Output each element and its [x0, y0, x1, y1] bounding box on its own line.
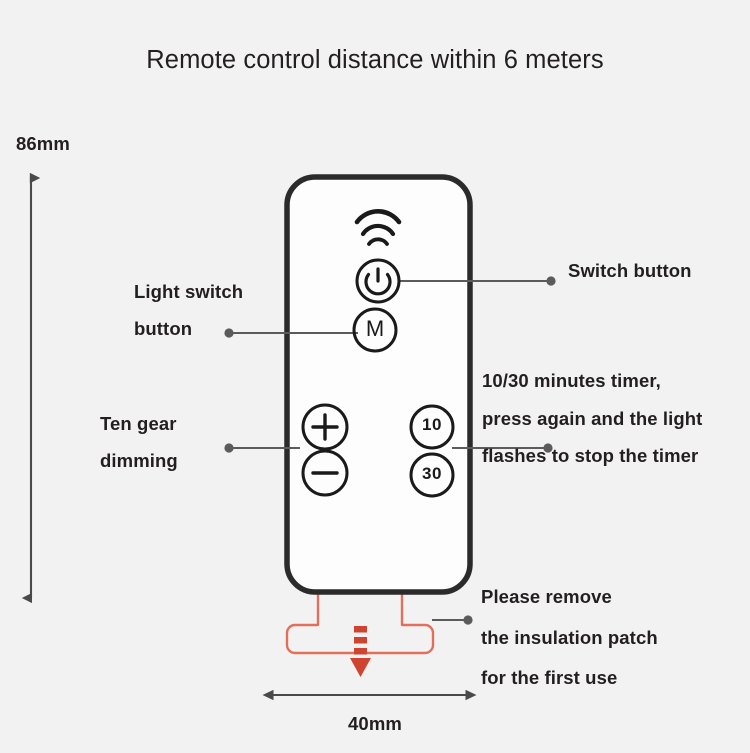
callout-switch-button: Switch button [568, 260, 692, 281]
callout-line: Ten gear [100, 413, 177, 434]
page-title: Remote control distance within 6 meters [146, 46, 604, 74]
signal-waves-icon [354, 209, 402, 246]
brightness-up-button[interactable] [301, 403, 349, 451]
callout-insulation-patch: Please remove the insulation patch for t… [481, 586, 658, 688]
callout-light-switch-button: Light switch button [134, 281, 244, 339]
dashed-down-arrow-icon [350, 626, 371, 677]
power-button[interactable] [355, 258, 401, 304]
timer-30-button-label: 30 [422, 464, 442, 483]
callout-line: Light switch [134, 281, 244, 302]
timer-30-button[interactable] [409, 452, 455, 498]
mode-button[interactable] [352, 307, 398, 353]
callout-line: the insulation patch [481, 626, 658, 648]
callout-line: dimming [100, 449, 178, 471]
callout-line: press again and the light [482, 407, 703, 429]
callout-timer: 10/30 minutes timer, press again and the… [482, 370, 703, 466]
width-dimension-label: 40mm [348, 713, 402, 734]
callout-line: flashes to stop the timer [482, 445, 699, 466]
plus-icon [311, 413, 339, 441]
power-icon [364, 267, 392, 296]
callout-leader-lines [224, 276, 556, 625]
mode-button-label: M [365, 316, 385, 341]
timer-10-button[interactable] [409, 404, 455, 450]
callout-line: 10/30 minutes timer, [482, 370, 661, 391]
timer-10-button-label: 10 [422, 415, 442, 434]
height-dimension-label: 86mm [16, 133, 70, 154]
callout-line: button [134, 317, 193, 339]
callout-ten-gear-dimming: Ten gear dimming [100, 413, 178, 471]
callout-line: Please remove [481, 586, 612, 607]
insulation-patch [285, 590, 435, 677]
callout-line: Switch button [568, 260, 692, 281]
callout-line: for the first use [481, 667, 618, 688]
brightness-down-button[interactable] [301, 449, 349, 497]
